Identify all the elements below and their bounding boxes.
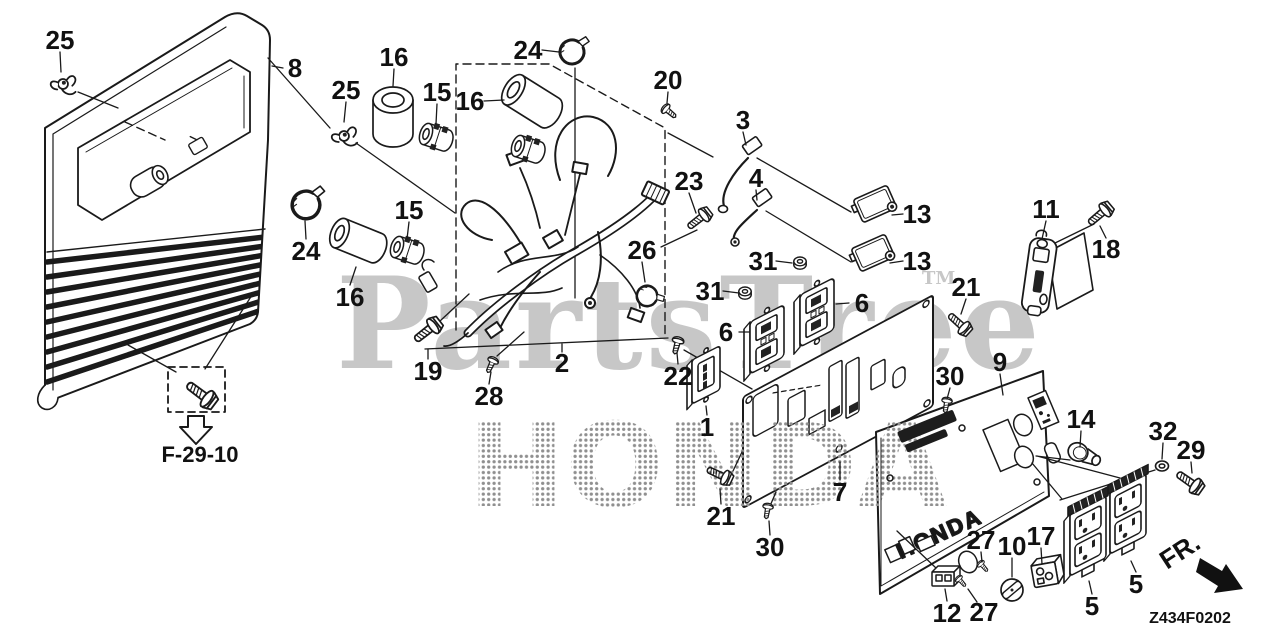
part-callout-20: 20	[654, 65, 683, 95]
part-callout-19: 19	[414, 356, 443, 386]
part-callout-16: 16	[336, 282, 365, 312]
part-callout-7: 7	[833, 477, 847, 507]
circuit-breaker-13a	[850, 185, 898, 223]
duplex-receptacle-5a	[1063, 485, 1109, 584]
part-callout-21: 21	[952, 272, 981, 302]
circuit-breaker-13b	[848, 234, 896, 272]
part-callout-28: 28	[475, 381, 504, 411]
connector-block-12	[931, 565, 961, 587]
part-callout-13: 13	[903, 199, 932, 229]
part-callout-23: 23	[675, 166, 704, 196]
part-callout-8: 8	[288, 53, 302, 83]
part-callout-1: 1	[700, 412, 714, 442]
tube-clamp-24b	[287, 183, 331, 223]
part-callout-9: 9	[993, 347, 1007, 377]
part-callout-11: 11	[1032, 194, 1060, 224]
gfci-receptacle-6b	[793, 278, 835, 355]
louvers	[45, 234, 268, 385]
part-callout-5: 5	[1085, 591, 1099, 621]
pilot-lamp-14	[1067, 441, 1102, 467]
fr-arrow-icon	[1196, 558, 1243, 593]
part-callout-32: 32	[1149, 416, 1178, 446]
washer-32	[1154, 460, 1170, 472]
part-callout-15: 15	[395, 195, 424, 225]
harness-clip-25a	[49, 74, 79, 99]
part-callout-29: 29	[1177, 435, 1206, 465]
part-callout-14: 14	[1067, 404, 1096, 434]
part-callout-4: 4	[749, 163, 764, 193]
part-callout-16: 16	[456, 86, 485, 116]
part-callout-16: 16	[380, 42, 409, 72]
diagram-code: Z434F0202	[1149, 610, 1231, 627]
part-callout-25: 25	[46, 25, 75, 55]
part-callout-6: 6	[855, 288, 869, 318]
front-panel-8	[36, 12, 271, 411]
leader-lines	[59, 49, 1193, 603]
switch-17	[1030, 553, 1065, 589]
part-callout-17: 17	[1027, 521, 1056, 551]
construction-lines	[77, 57, 1156, 569]
part-callout-21: 21	[707, 501, 736, 531]
reference-arrow-icon	[179, 415, 213, 445]
bracket-11	[1020, 229, 1094, 317]
part-callout-26: 26	[628, 235, 657, 265]
part-callout-3: 3	[736, 105, 750, 135]
watermark-tm-text: TM	[922, 268, 955, 289]
screw-27a	[975, 558, 992, 575]
gfci-receptacle-6a	[743, 305, 785, 382]
part-callout-30: 30	[936, 361, 965, 391]
sub-wire-3	[717, 136, 763, 214]
sub-panel-7	[742, 295, 934, 508]
reference-label: F-29-10	[161, 442, 238, 467]
part-callout-22: 22	[664, 361, 693, 391]
tube-clamp-24a	[557, 34, 593, 67]
roller-16b	[500, 73, 564, 129]
fr-direction: FR.	[1154, 527, 1243, 593]
part-callout-18: 18	[1092, 234, 1121, 264]
part-callout-5: 5	[1129, 569, 1143, 599]
part-callout-10: 10	[998, 531, 1027, 561]
part-callout-6: 6	[719, 317, 733, 347]
part-callout-15: 15	[423, 77, 452, 107]
bolt-29	[1172, 465, 1208, 499]
knob-10	[1000, 578, 1024, 602]
part-callout-27: 27	[970, 597, 999, 627]
bolt-23	[683, 204, 716, 234]
roller-16c	[328, 217, 388, 264]
part-callout-31: 31	[696, 276, 725, 306]
harness-clip-25b	[329, 125, 361, 152]
nut-31a	[793, 256, 807, 270]
reference-bolt	[181, 375, 222, 413]
bolt-18	[1083, 198, 1117, 231]
ferrite-core-15a	[415, 118, 458, 156]
part-callout-24: 24	[292, 236, 321, 266]
part-callout-27: 27	[967, 525, 996, 555]
duplex-receptacle-5b	[1103, 463, 1149, 562]
part-callout-12: 12	[933, 598, 962, 628]
part-callout-31: 31	[749, 246, 778, 276]
part-callout-2: 2	[555, 348, 569, 378]
screw-20	[658, 101, 680, 122]
watermark-background-text: HONDA	[468, 399, 947, 534]
part-callout-24: 24	[514, 35, 543, 65]
part-callout-30: 30	[756, 532, 785, 562]
nut-31b	[738, 286, 752, 300]
part-callout-25: 25	[332, 75, 361, 105]
roller-16a	[372, 86, 414, 148]
sub-wire-4	[730, 188, 773, 247]
receptacle-1	[686, 345, 721, 411]
reference-f-29-10: F-29-10	[161, 366, 239, 467]
part-callout-13: 13	[903, 246, 932, 276]
